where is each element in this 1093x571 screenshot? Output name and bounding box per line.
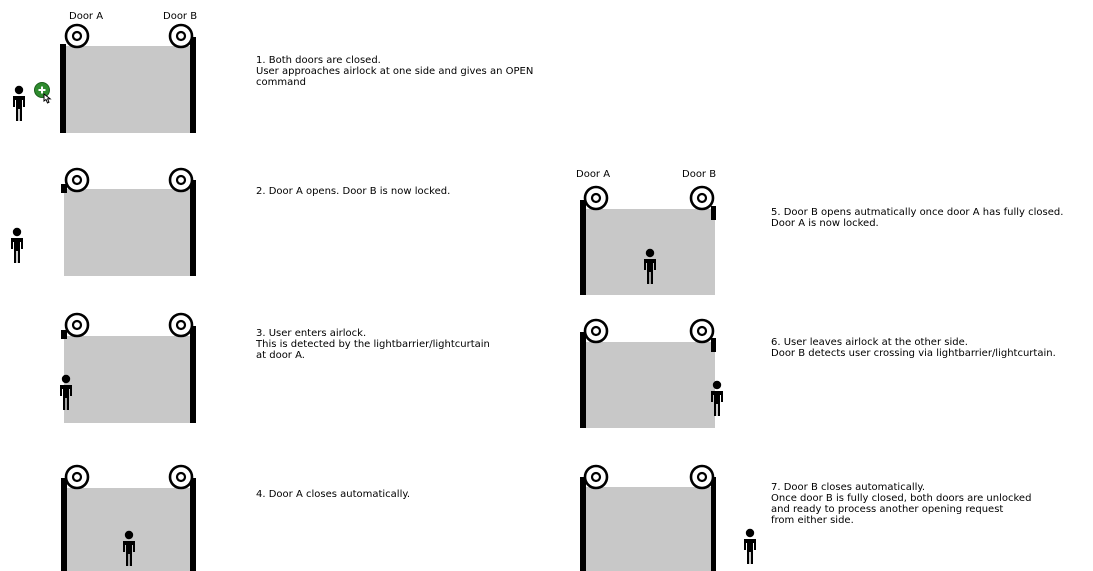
person-icon <box>744 528 756 564</box>
scene-step-2 <box>11 167 196 276</box>
door-b-roll-icon <box>689 318 715 344</box>
door-b <box>190 180 196 276</box>
door-b <box>711 206 716 220</box>
door-b-roll-icon <box>168 23 194 49</box>
door-b <box>190 37 196 133</box>
door-a <box>580 200 586 295</box>
door-b <box>711 477 716 571</box>
door-b <box>711 338 716 352</box>
touch-command-icon <box>34 82 52 104</box>
step-5-caption: 5. Door B opens autmatically once door A… <box>771 207 1067 229</box>
door-b <box>190 478 196 571</box>
scene-step-4 <box>61 464 196 571</box>
scene-step-5: Door A Door B <box>576 169 716 295</box>
door-a-roll-icon <box>583 185 609 211</box>
door-b <box>190 326 196 423</box>
person-icon <box>13 85 25 121</box>
door-a-roll-icon <box>64 312 90 338</box>
scene-step-3 <box>60 312 196 423</box>
step-2-caption: 2. Door A opens. Door B is now locked. <box>256 186 450 197</box>
step-4-caption: 4. Door A closes automatically. <box>256 489 410 500</box>
door-a-roll-icon <box>64 23 90 49</box>
door-a-roll-icon <box>64 167 90 193</box>
step-3-caption: 3. User enters airlock. This is detected… <box>255 328 493 361</box>
door-a-label: Door A <box>69 11 103 22</box>
person-icon <box>11 227 23 263</box>
scene-step-6 <box>580 318 723 428</box>
door-b-roll-icon <box>168 167 194 193</box>
door-a <box>61 330 67 339</box>
door-b-roll-icon <box>689 464 715 490</box>
airlock-chamber <box>583 487 715 571</box>
door-a <box>580 332 586 428</box>
door-a-label: Door A <box>576 169 610 180</box>
airlock-chamber <box>64 189 194 276</box>
door-b-label: Door B <box>163 11 197 22</box>
airlock-chamber <box>583 342 715 428</box>
door-b-label: Door B <box>682 169 716 180</box>
door-a <box>61 184 67 193</box>
step-7-caption: 7. Door B closes automatically. Once doo… <box>771 482 1035 526</box>
door-a-roll-icon <box>583 318 609 344</box>
door-a <box>61 478 67 571</box>
scene-step-7 <box>580 464 756 571</box>
step-6-caption: 6. User leaves airlock at the other side… <box>771 337 1056 359</box>
scene-step-1: Door A Door B <box>13 11 197 133</box>
door-b-roll-icon <box>168 312 194 338</box>
door-b-roll-icon <box>689 185 715 211</box>
door-b-roll-icon <box>168 464 194 490</box>
door-a <box>60 44 66 133</box>
door-a-roll-icon <box>64 464 90 490</box>
airlock-chamber <box>64 336 194 423</box>
door-a <box>580 477 586 571</box>
airlock-chamber <box>64 46 194 133</box>
step-1-caption: 1. Both doors are closed. User approache… <box>256 55 536 88</box>
airlock-chamber <box>64 488 194 571</box>
door-a-roll-icon <box>583 464 609 490</box>
